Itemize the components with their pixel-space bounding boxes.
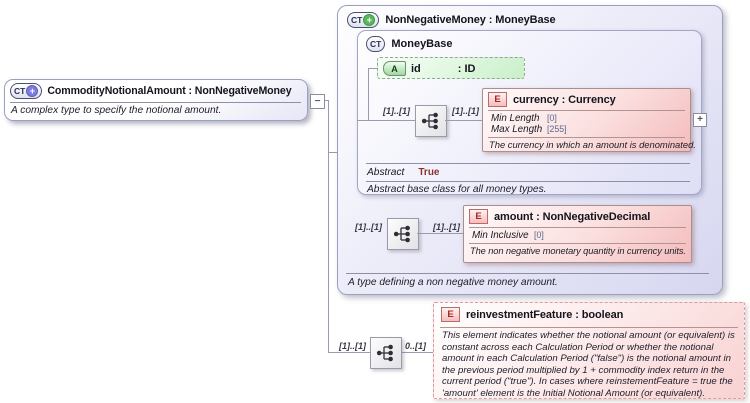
divider: [10, 102, 301, 103]
attribute-name: id: [411, 62, 421, 75]
occurrence-label: 0..[1]: [405, 341, 427, 351]
element-icon: E: [488, 92, 507, 107]
derived-plus-icon: +: [26, 85, 39, 97]
divider: [366, 181, 690, 182]
divider: [469, 227, 686, 228]
facet-name: Max Length: [491, 124, 543, 135]
element-title: reinvestmentFeature : boolean: [466, 308, 624, 321]
type-description: A type defining a non negative money amo…: [348, 277, 558, 288]
attribute-type: : ID: [457, 62, 476, 75]
sequence-glyph: [393, 225, 410, 243]
sequence-icon[interactable]: [387, 218, 419, 250]
element-title: currency : Currency: [513, 93, 616, 106]
abstract-label: Abstract: [367, 167, 405, 178]
element-description: The currency in which an amount is denom…: [489, 139, 696, 150]
derived-plus-icon: +: [363, 14, 376, 26]
type-title: CommodityNotionalAmount : NonNegativeMon…: [47, 85, 292, 97]
attribute-box-id[interactable]: A id : ID: [377, 57, 525, 79]
connector-line: [357, 120, 415, 121]
divider: [488, 137, 685, 138]
attribute-icon: A: [383, 61, 406, 76]
divider: [488, 110, 685, 111]
divider: [346, 273, 709, 274]
connector-line: [328, 352, 370, 353]
sequence-glyph: [421, 112, 438, 130]
connector-line: [323, 100, 329, 101]
abstract-value: True: [418, 167, 440, 178]
connector-line: [400, 352, 433, 353]
facet-name: Min Length: [491, 113, 540, 124]
element-box-currency[interactable]: E currency : Currency Min Length [0] Max…: [482, 88, 696, 152]
element-box-amount[interactable]: E amount : NonNegativeDecimal Min Inclus…: [463, 205, 692, 263]
element-description: This element indicates whether the notio…: [442, 330, 735, 399]
divider: [440, 327, 738, 328]
expand-plus-button[interactable]: +: [693, 113, 707, 127]
element-box-reinvestmentfeature[interactable]: E reinvestmentFeature : boolean This ele…: [433, 302, 745, 399]
element-icon: E: [469, 209, 488, 224]
facet-value: [0]: [547, 113, 557, 123]
collapse-minus-button[interactable]: −: [310, 94, 325, 109]
sequence-icon[interactable]: [370, 337, 402, 369]
connector-line: [368, 68, 377, 69]
divider: [469, 243, 686, 244]
complex-type-box-commoditynotionalamount[interactable]: CT+ CommodityNotionalAmount : NonNegativ…: [4, 79, 308, 121]
element-title: amount : NonNegativeDecimal: [494, 210, 651, 223]
facet-value: [0]: [534, 230, 544, 240]
occurrence-label: [1]..[1]: [339, 341, 366, 351]
facet-value: [255]: [547, 124, 567, 134]
complex-type-icon: CT: [366, 36, 386, 52]
type-description: A complex type to specify the notional a…: [11, 105, 222, 116]
complex-type-icon: CT+: [347, 12, 380, 28]
type-title: MoneyBase: [391, 38, 453, 50]
connector-line: [368, 68, 369, 120]
occurrence-label: [1]..[1]: [433, 222, 460, 232]
connector-line: [445, 120, 482, 121]
connector-line: [417, 233, 463, 234]
divider: [366, 163, 690, 164]
occurrence-label: [1]..[1]: [452, 106, 479, 116]
sequence-glyph: [376, 344, 393, 362]
connector-line: [328, 100, 329, 352]
facet-name: Min Inclusive: [472, 230, 529, 241]
sequence-icon[interactable]: [415, 105, 447, 137]
occurrence-label: [1]..[1]: [383, 106, 410, 116]
element-icon: E: [441, 307, 460, 322]
complex-type-icon: CT+: [10, 83, 43, 99]
type-title: NonNegativeMoney : MoneyBase: [385, 14, 556, 26]
type-description: Abstract base class for all money types.: [367, 184, 547, 195]
occurrence-label: [1]..[1]: [355, 222, 382, 232]
element-description: The non negative monetary quantity in cu…: [470, 246, 686, 256]
